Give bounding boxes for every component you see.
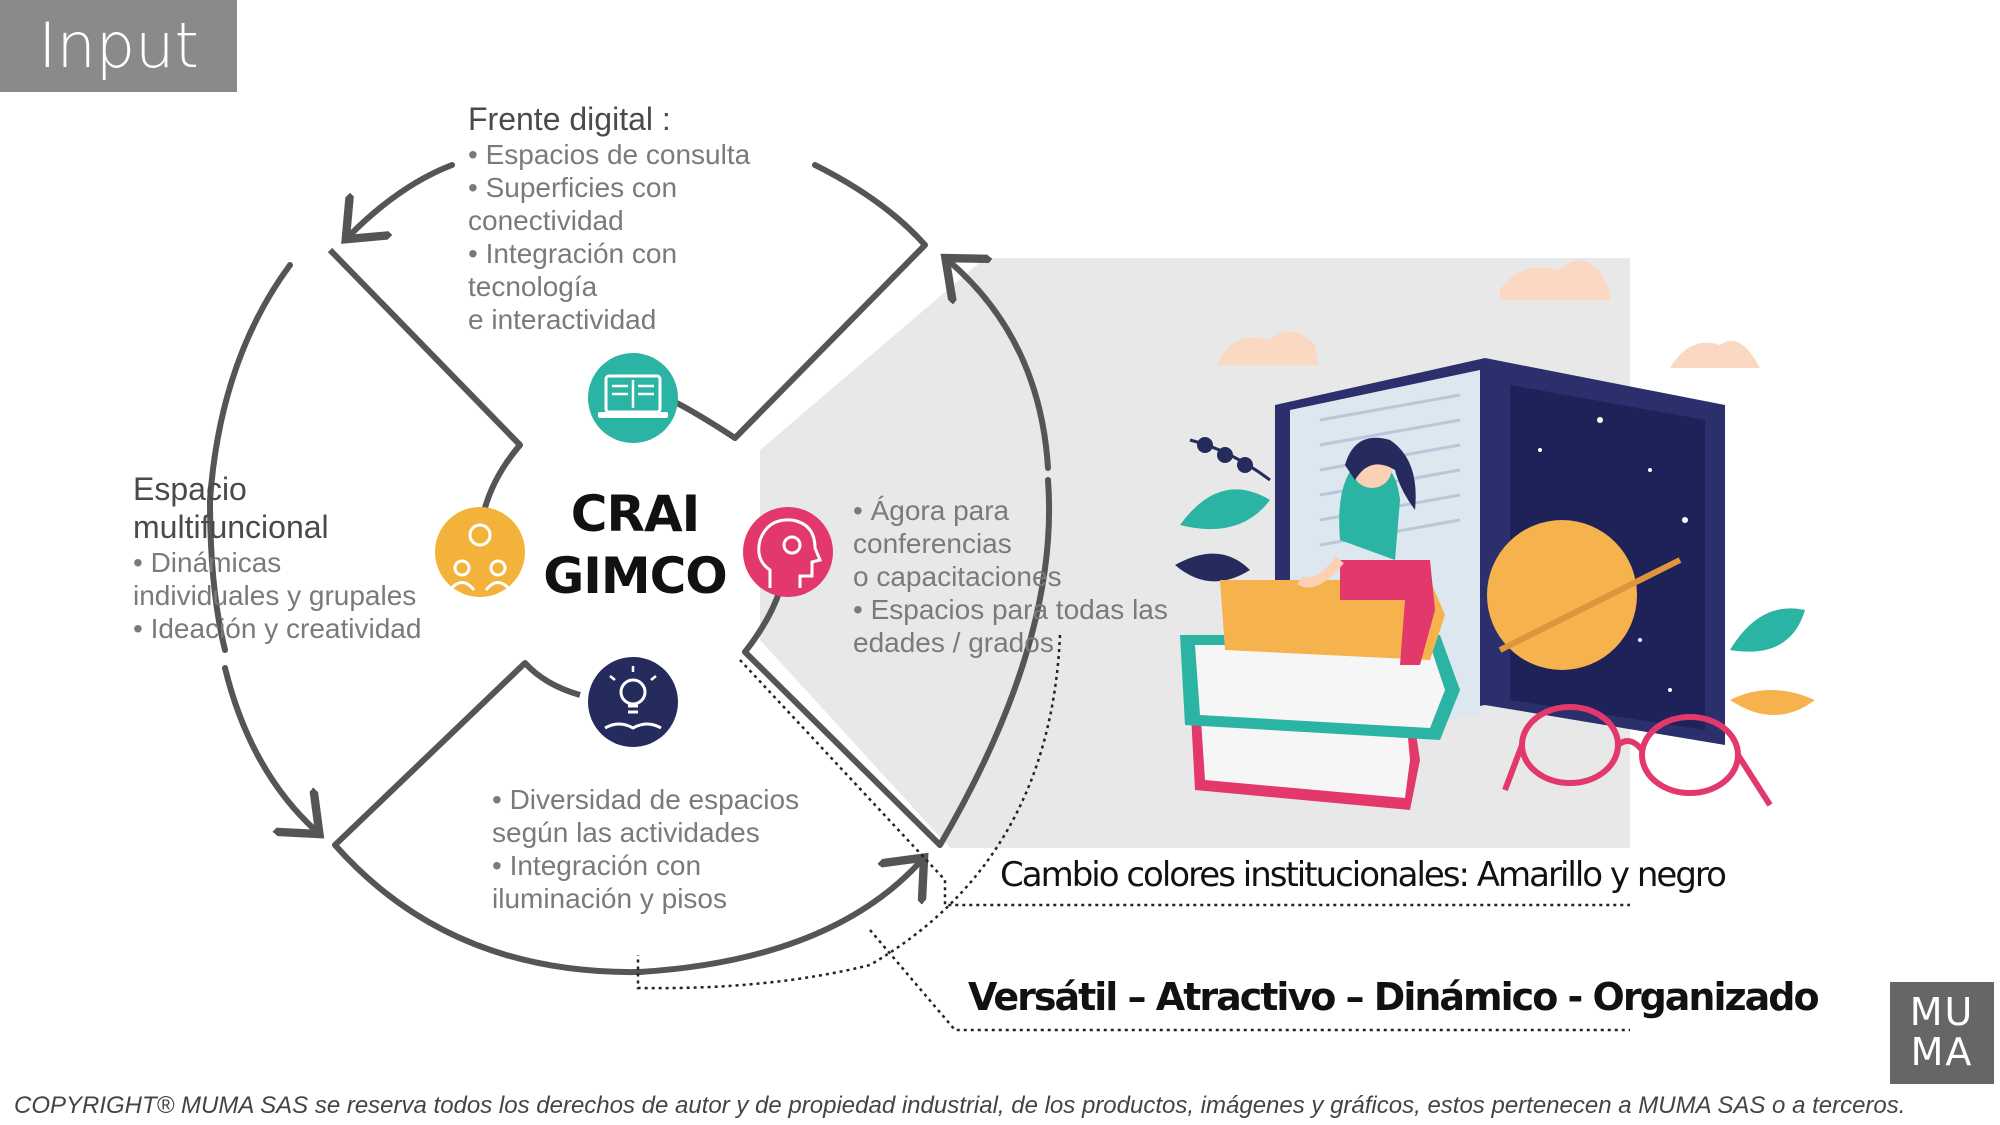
block-line: e interactividad xyxy=(468,304,657,335)
tagline-values: Versátil – Atractivo – Dinámico - Organi… xyxy=(968,975,1820,1019)
cross-shape xyxy=(327,242,943,848)
arrow-left-down xyxy=(222,665,315,830)
block-line: • Ágora para conferencias xyxy=(853,495,1012,559)
arc-bottom xyxy=(332,842,643,976)
copyright-notice: COPYRIGHT® MUMA SAS se reserva todos los… xyxy=(14,1092,1906,1119)
block-line: individuales y grupales xyxy=(133,580,417,611)
block-title: Frente digital : xyxy=(468,101,671,137)
block-line: • Integración con xyxy=(492,850,702,881)
block-title: multifuncional xyxy=(133,509,329,545)
block-line: conectividad xyxy=(468,205,624,236)
dotted-connectors xyxy=(636,634,1630,1032)
block-line: • Dinámicas xyxy=(133,547,282,578)
muma-logo: MU MA xyxy=(1890,982,1994,1084)
block-line: • Diversidad de espacios xyxy=(492,784,800,815)
center-title: CRAI GIMCO xyxy=(520,483,750,607)
block-line: iluminación y pisos xyxy=(492,883,727,914)
digital-book-icon xyxy=(588,353,678,443)
block-line: según las actividades xyxy=(492,817,760,848)
center-title-line1: CRAI xyxy=(570,485,701,543)
center-title-line2: GIMCO xyxy=(543,547,728,605)
block-line: • Ideación y creatividad xyxy=(133,613,422,644)
block-agora: • Ágora para conferencias o capacitacion… xyxy=(853,494,1173,659)
block-espacio-multifuncional: Espacio multifuncional • Dinámicas indiv… xyxy=(133,470,433,645)
girl-reading-illustration xyxy=(1175,260,1815,810)
block-title: Espacio xyxy=(133,471,247,507)
arrow-bottom-right xyxy=(637,862,920,975)
arc-left xyxy=(206,262,293,653)
block-line: • Superficies con xyxy=(468,172,678,203)
logo-line1: MU xyxy=(1909,990,1975,1034)
tagline-colors: Cambio colores institucionales: Amarillo… xyxy=(1000,855,1727,895)
arrow-right-up xyxy=(950,262,1051,471)
input-tab: Input xyxy=(0,0,237,92)
lightbulb-book-icon xyxy=(588,657,678,747)
teamwork-icon xyxy=(435,507,525,597)
block-frente-digital: Frente digital : • Espacios de consulta … xyxy=(468,100,808,336)
arc-top-right xyxy=(812,162,928,248)
logo-line2: MA xyxy=(1910,1030,1974,1074)
block-line: o capacitaciones xyxy=(853,561,1062,592)
block-line: • Espacios de consulta xyxy=(468,139,751,170)
arc-right xyxy=(937,477,1053,848)
cycle-arrows xyxy=(206,162,1053,976)
mind-gear-icon xyxy=(743,507,833,597)
block-line: • Espacios para todas las xyxy=(853,594,1168,625)
block-line: • Integración con tecnología xyxy=(468,238,678,302)
arrow-top-left xyxy=(350,162,455,235)
block-diversidad: • Diversidad de espacios según las activ… xyxy=(492,783,812,915)
block-line: edades / grados xyxy=(853,627,1054,658)
